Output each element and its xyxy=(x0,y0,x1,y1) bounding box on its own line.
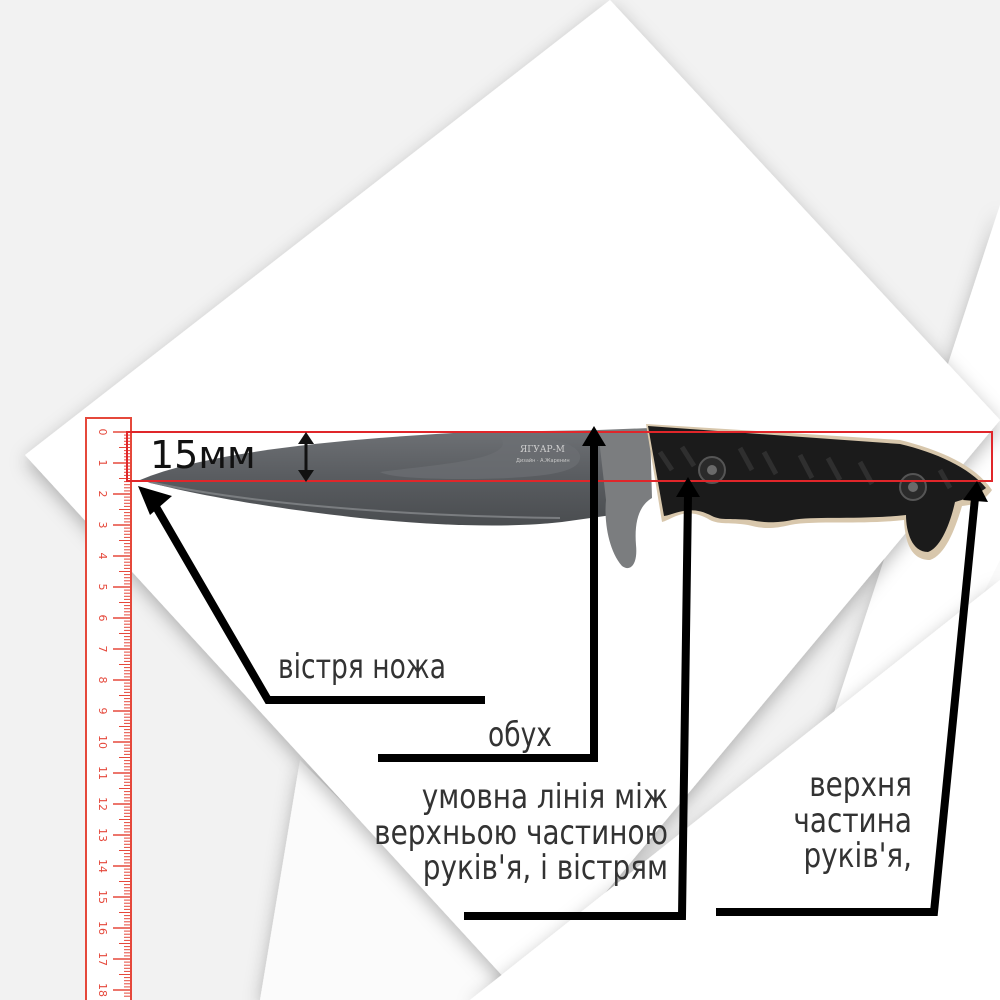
spine-label: обух xyxy=(488,718,552,752)
ruler-tick-label: 12 xyxy=(96,797,109,811)
ruler-tick-label: 13 xyxy=(96,828,109,842)
ruler-tick-label: 7 xyxy=(96,646,109,653)
ruler-tick-label: 14 xyxy=(96,859,109,873)
handle-top-label-line-1: верхня xyxy=(164,768,912,804)
ruler-tick-label: 11 xyxy=(96,766,109,780)
ruler-tick-label: 2 xyxy=(96,491,109,498)
ruler-tick-label: 0 xyxy=(96,429,109,436)
ruler-tick-label: 3 xyxy=(96,522,109,529)
ruler-tick-label: 15 xyxy=(96,890,109,904)
ruler-tick-label: 8 xyxy=(96,677,109,684)
blade-marking-subtitle: Дизайн · А.Жаренин xyxy=(516,457,570,464)
blade-marking-title: ЯГУАР-М xyxy=(520,445,565,455)
ruler-tick-label: 4 xyxy=(96,553,109,560)
ruler-tick-label: 17 xyxy=(96,952,109,966)
ruler-tick-label: 16 xyxy=(96,921,109,935)
handle-top-label-line-2: частина xyxy=(164,804,912,840)
ruler-tick-label: 5 xyxy=(96,584,109,591)
ruler: 0123456789101112131415161718 xyxy=(86,418,131,1000)
ruler-tick-label: 6 xyxy=(96,615,109,622)
handle-screw-1 xyxy=(699,457,725,483)
handle-screw-2 xyxy=(900,474,926,500)
handle-top-label-line-3: руків'я, xyxy=(164,839,912,875)
ruler-tick-label: 10 xyxy=(96,735,109,749)
handle-top-label: верхня частина руків'я, xyxy=(164,768,912,875)
tip-label: вістря ножа xyxy=(278,650,446,684)
ruler-tick-label: 18 xyxy=(96,983,109,997)
ruler-tick-label: 1 xyxy=(96,460,109,467)
ruler-tick-label: 9 xyxy=(96,708,109,715)
size-label: 15мм xyxy=(150,436,256,474)
